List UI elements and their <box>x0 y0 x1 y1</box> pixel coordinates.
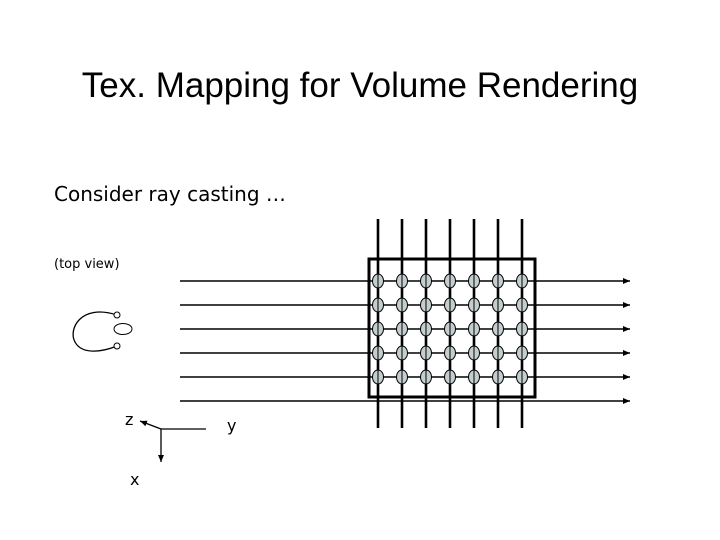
slide-title: Tex. Mapping for Volume Rendering <box>81 66 639 105</box>
axis-label-x: x <box>130 470 140 489</box>
axes-icon <box>139 420 206 462</box>
view-caption: (top view) <box>54 257 120 272</box>
bullet-text: Consider ray casting … <box>54 182 286 206</box>
sample-points <box>372 273 528 385</box>
eye-icon <box>72 311 133 352</box>
axis-label-z: z <box>125 410 134 429</box>
volume-box <box>367 257 537 399</box>
axis-label-y: y <box>227 416 237 435</box>
